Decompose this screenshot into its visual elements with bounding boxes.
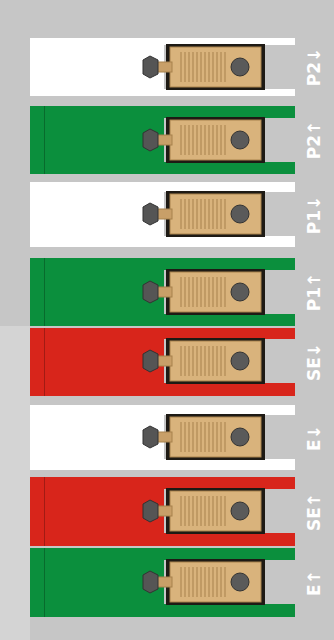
lane-label: SE↓ [304,343,324,381]
label-holder: P1↑ [298,258,330,326]
label-holder: P2↓ [298,38,330,96]
lane-label: P1↓ [304,195,324,234]
band-edge-line [44,548,45,617]
lane-label: P2↓ [304,48,324,87]
lane-label: P1↑ [304,273,324,312]
lane-label: E↓ [304,425,324,451]
label-holder: E↑ [298,548,330,617]
label-holder: P2↑ [298,106,330,174]
lane-label: E↑ [304,570,324,596]
label-holder: P1↓ [298,182,330,247]
band-edge-line [44,328,45,396]
band-edge-line [44,106,45,174]
label-holder: SE↑ [298,477,330,546]
label-holder: E↓ [298,405,330,470]
label-holder: SE↓ [298,328,330,396]
lane-label: P2↑ [304,121,324,160]
band-edge-line [44,477,45,546]
lane-label: SE↑ [304,492,324,530]
side-strip [0,326,30,640]
band-edge-line [44,258,45,326]
